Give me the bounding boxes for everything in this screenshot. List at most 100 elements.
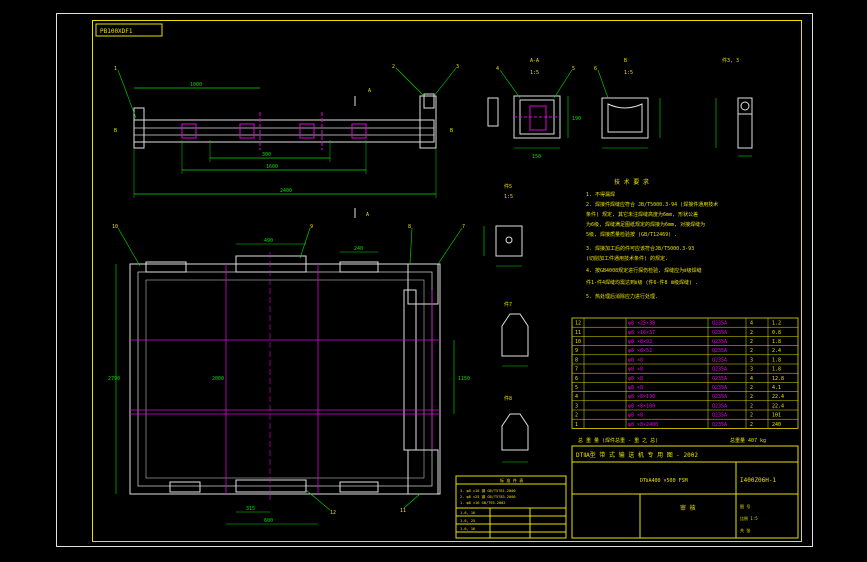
marker-b-right: B bbox=[450, 128, 453, 134]
callout-4: 4 bbox=[496, 66, 499, 72]
drawing-border bbox=[92, 20, 802, 542]
note-line-3: 条件) 规定, 其它未注焊缝高度为6mm, 形状公差 bbox=[586, 211, 698, 218]
callout-10: 10 bbox=[112, 224, 118, 230]
note-line-4: 为6级, 焊缝满足图纸规定的焊接为6mm, 对接焊缝为 bbox=[586, 221, 705, 228]
bom-cell: Q235A bbox=[712, 385, 727, 391]
title-block: DTⅡA型 带 式 输 送 机 专 用 图 - 2002 DTⅡA400 ×50… bbox=[571, 437, 799, 539]
bom-cell: 6 bbox=[575, 376, 578, 382]
bom-cell: 4 bbox=[750, 376, 753, 382]
bom-cell: φ8 ×8×2400 bbox=[628, 422, 658, 428]
std-col-2: 1.6, 25 bbox=[460, 519, 475, 523]
callout-8: 8 bbox=[408, 224, 411, 230]
bom-cell: 12 bbox=[575, 321, 581, 327]
dim-left-h: 2790 bbox=[108, 376, 120, 382]
title-drawing-no: DTⅡA400 ×500 FSM bbox=[640, 478, 688, 484]
callout-7: 7 bbox=[462, 224, 465, 230]
dim-plan-b2: 600 bbox=[264, 518, 273, 524]
bom-cell: 10 bbox=[575, 339, 581, 345]
note-line-5: 5级, 焊接质量检验按 (GB/T12469) . bbox=[586, 231, 677, 238]
callout-11: 11 bbox=[400, 508, 406, 514]
bom-cell: φ8 ×8×52 bbox=[628, 348, 652, 354]
note-line-7: (切削加工件通用技术条件) 的规定. bbox=[586, 255, 668, 262]
part5-scale: 1:5 bbox=[504, 194, 513, 200]
dim-top-2: 1600 bbox=[266, 164, 278, 170]
std-title: 标 准 件 表 bbox=[500, 477, 523, 483]
title-approver: 审 核 bbox=[680, 504, 696, 512]
bom-cell: 22.4 bbox=[772, 403, 784, 409]
dim-top-4: 300 bbox=[262, 152, 271, 158]
bom-cell: φ8 ×8×190 bbox=[628, 394, 655, 400]
bom-cell: 2.4 bbox=[772, 348, 781, 354]
bom-summary: 总 重 量 (焊件总重 - 重 之 总) bbox=[578, 437, 658, 444]
bom-cell: 101 bbox=[772, 413, 781, 419]
bom-cell: 2 bbox=[575, 413, 578, 419]
section-a-scale: 1:5 bbox=[530, 70, 539, 76]
marker-a-top: A bbox=[368, 88, 371, 94]
bom-cell: 22.4 bbox=[772, 394, 784, 400]
title-unit: 图 号 bbox=[740, 503, 750, 509]
bom-cell: φ8 ×8 bbox=[628, 385, 643, 391]
dim-top-1: 1000 bbox=[190, 82, 202, 88]
bom-cell: 1.8 bbox=[772, 357, 781, 363]
bom-cell: Q235A bbox=[712, 330, 727, 336]
section-b-title: B bbox=[624, 58, 627, 64]
part8-title: 件8 bbox=[504, 395, 512, 402]
bom-cell: 2 bbox=[750, 339, 753, 345]
title-product: DTⅡA型 带 式 输 送 机 专 用 图 - 2002 bbox=[576, 451, 698, 459]
standard-parts-table: 标 准 件 表 3. φ8 ×16 钢 GB/T5781-2000 2. φ8 … bbox=[455, 475, 567, 539]
bom-cell: 3 bbox=[575, 403, 578, 409]
bom-cell: φ8 ×8 bbox=[628, 376, 643, 382]
dim-plan-w2: 240 bbox=[354, 246, 363, 252]
bom-cell: Q235A bbox=[712, 394, 727, 400]
std-row-2: 2. φ8 ×25 钢 GB/T5783-2000 bbox=[460, 494, 516, 499]
bom-cell: 4 bbox=[575, 394, 578, 400]
bom-cell: 2 bbox=[750, 348, 753, 354]
note-line-8: 4. 按GB4008规定进行探伤检验, 焊缝应为Ⅱ级焊缝 bbox=[586, 267, 702, 274]
bom-cell: φ8 ×16×37 bbox=[628, 330, 655, 336]
bom-cell: φ8 ×8×92 bbox=[628, 339, 652, 345]
callout-12: 12 bbox=[330, 510, 336, 516]
outer-frame bbox=[56, 13, 813, 547]
bom-cell: 2 bbox=[750, 385, 753, 391]
note-line-6: 3. 焊接加工后的件可应该符合JB/T5000.3-93 bbox=[586, 245, 694, 252]
section-a-title: A-A bbox=[530, 58, 539, 64]
callout-5: 5 bbox=[572, 66, 575, 72]
part-details: 件5 1:5 件7 件8 bbox=[483, 183, 529, 463]
elevation-view: 1000 300 1600 2400 1 2 3 B B A A bbox=[114, 64, 459, 218]
bom-cell: 0.8 bbox=[772, 330, 781, 336]
bom-cell: Q235A bbox=[712, 339, 727, 345]
bom-cell: φ8 ×8 bbox=[628, 367, 643, 373]
dim-top-3: 2400 bbox=[280, 188, 292, 194]
bom-cell: 12.8 bbox=[772, 376, 784, 382]
bom-cell: Q235A bbox=[712, 348, 727, 354]
part3-title: 件3, 3 bbox=[722, 57, 739, 64]
title-sheet: 共 张 bbox=[740, 527, 750, 533]
bom-cell: φ8 ×25×38 bbox=[628, 321, 655, 327]
bom-cell: 11 bbox=[575, 330, 581, 336]
stamp-text: PB100XDF1 bbox=[100, 28, 133, 35]
section-b: B 1:5 6 bbox=[594, 58, 661, 149]
part7-title: 件7 bbox=[504, 301, 512, 308]
bom-cell: Q235A bbox=[712, 413, 727, 419]
part-3-detail: 件3, 3 bbox=[715, 57, 753, 157]
std-row-3: 1. φ8 ×16 GB/T95-2002 bbox=[460, 501, 505, 505]
notes-title: 技 术 要 求 bbox=[614, 178, 649, 186]
std-col-1: 1.6, 16 bbox=[460, 511, 475, 515]
bom-cell: Q235A bbox=[712, 357, 727, 363]
bom-cell: 240 bbox=[772, 422, 781, 428]
note-line-9: 件1-件4焊缝均需达到Ⅱ级 (件6-件8 Ⅲ级焊缝) . bbox=[586, 279, 698, 286]
sec-a-width: 150 bbox=[532, 154, 541, 160]
sec-a-height: 190 bbox=[572, 116, 581, 122]
bom-cell: 9 bbox=[575, 348, 578, 354]
section-b-scale: 1:5 bbox=[624, 70, 633, 76]
stamp-box bbox=[95, 23, 163, 37]
bom-cell: φ8 ×8 bbox=[628, 357, 643, 363]
bom-cell: Q235A bbox=[712, 422, 727, 428]
bom-cell: 3 bbox=[750, 357, 753, 363]
title-scale: 比例 1:5 bbox=[740, 515, 758, 521]
marker-b-left: B bbox=[114, 128, 117, 134]
callout-1: 1 bbox=[114, 66, 117, 72]
bom-cell: 2 bbox=[750, 422, 753, 428]
